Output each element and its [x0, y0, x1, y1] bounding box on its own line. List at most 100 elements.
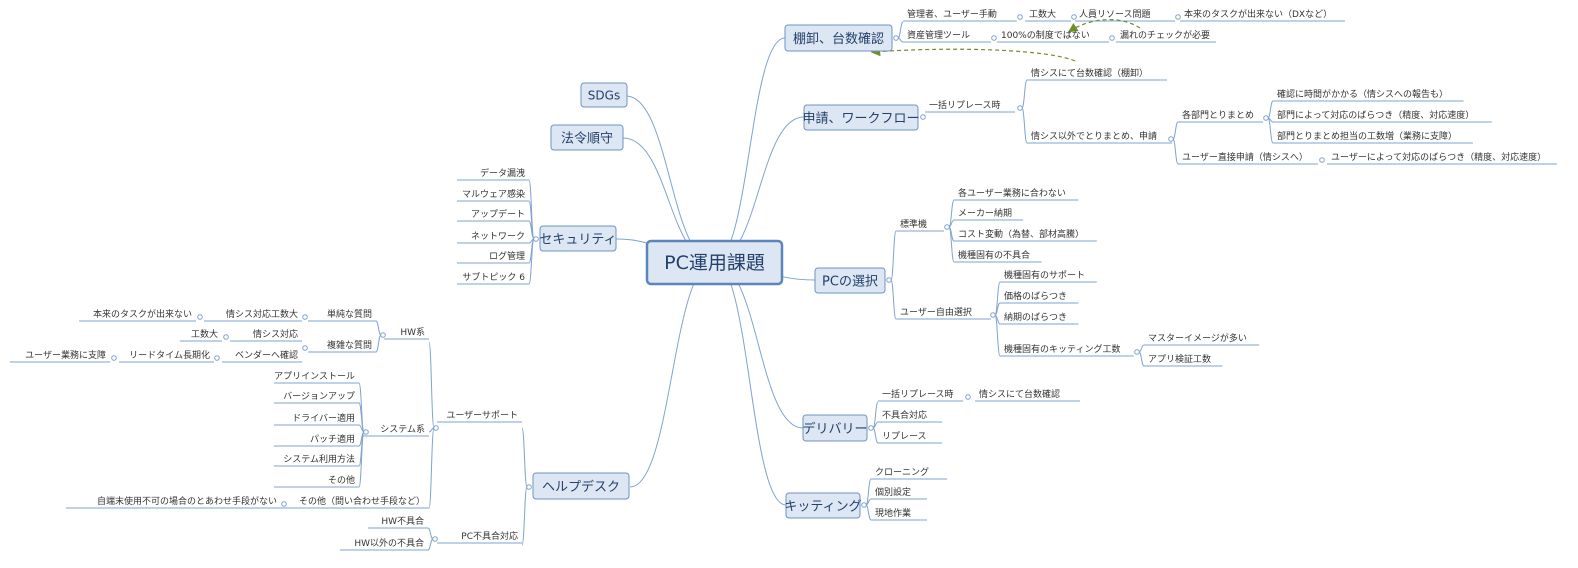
- workflow-dept-item: 確認に時間がかかる（情シスへの報告も）: [1277, 88, 1448, 100]
- collapse-toggle[interactable]: [944, 224, 950, 230]
- security-item: ネットワーク: [471, 231, 525, 242]
- connector-line: [1021, 79, 1028, 109]
- collapse-toggle[interactable]: [965, 394, 971, 400]
- system-item: その他: [328, 474, 355, 486]
- kitting-item: クローニング: [875, 466, 929, 478]
- collapse-toggle[interactable]: [990, 312, 996, 318]
- pc-failure-item: HW以外の不具合: [354, 537, 424, 549]
- security-item: ログ管理: [489, 250, 525, 262]
- collapse-toggle[interactable]: [363, 429, 369, 435]
- user-impact: ユーザー業務に支障: [25, 349, 106, 361]
- inventory-row2-item: 資産管理ツール: [907, 29, 970, 41]
- topic-inventory-box[interactable]: [784, 24, 893, 52]
- collapse-toggle[interactable]: [433, 425, 439, 431]
- collapse-toggle[interactable]: [991, 35, 997, 41]
- collapse-toggle[interactable]: [526, 484, 532, 490]
- selection-standard-item: 各ユーザー業務に合わない: [958, 187, 1066, 199]
- connector-line: [994, 314, 1001, 357]
- collapse-toggle[interactable]: [302, 345, 308, 351]
- security-item: マルウェア感染: [462, 188, 525, 200]
- selection-kitting-item: マスターイメージが多い: [1148, 332, 1247, 344]
- collapse-toggle[interactable]: [1071, 14, 1077, 20]
- collapse-toggle[interactable]: [1134, 349, 1140, 355]
- collapse-toggle[interactable]: [432, 536, 438, 542]
- other-detail: 自端末使用不可の場合のとあわせ手段がない: [97, 495, 277, 507]
- connector-line: [427, 538, 434, 551]
- workflow-bulk-replace: 一括リプレース時: [929, 99, 1001, 111]
- connector-line: [1138, 344, 1145, 353]
- security-item: アップデート: [471, 208, 525, 220]
- collapse-toggle[interactable]: [1109, 35, 1115, 41]
- collapse-toggle[interactable]: [1319, 157, 1325, 163]
- connector-line: [897, 21, 904, 39]
- selection-standard: 標準機: [900, 218, 927, 230]
- connector-line: [890, 279, 897, 320]
- central-topic-label: PC運用課題: [664, 252, 765, 274]
- collapse-toggle[interactable]: [111, 355, 117, 361]
- connector-line: [872, 421, 879, 429]
- collapse-toggle[interactable]: [1175, 14, 1181, 20]
- collapse-toggle[interactable]: [1168, 136, 1174, 142]
- central-topic-box[interactable]: [645, 239, 784, 286]
- user-support-label: ユーザーサポート: [446, 410, 518, 421]
- connector-line: [428, 427, 435, 509]
- kitting-item: 現地作業: [875, 507, 911, 519]
- collapse-toggle[interactable]: [380, 332, 386, 338]
- system-item: アプリインストール: [274, 371, 355, 382]
- topic-sdgs-box[interactable]: [580, 82, 628, 108]
- collapse-toggle[interactable]: [533, 236, 539, 242]
- workflow-non-jouhou: 情シス以外でとりまとめ、申請: [1031, 130, 1157, 142]
- delivery-item: 不具合対応: [882, 409, 927, 421]
- connector-line: [358, 382, 365, 433]
- collapse-toggle[interactable]: [1263, 115, 1269, 121]
- topic-helpdesk-box[interactable]: [532, 472, 630, 500]
- connector-line: [713, 37, 786, 263]
- system-label: システム系: [380, 424, 425, 435]
- workflow-user-direct: ユーザー直接申請（情シスへ）: [1182, 151, 1308, 163]
- connector-line: [713, 261, 787, 506]
- inventory-row1-item: 本来のタスクが出来ない（DXなど）: [1184, 8, 1332, 20]
- collapse-toggle[interactable]: [893, 35, 899, 41]
- topic-kitting-box[interactable]: [785, 492, 861, 519]
- connector-line: [1172, 121, 1179, 140]
- topic-security-label: セキュリティ: [539, 232, 616, 247]
- topic-workflow-label: 申請、ワークフロー: [802, 111, 919, 126]
- topic-delivery-box[interactable]: [802, 414, 868, 442]
- workflow-user-direct-issue: ユーザーによって対応のばらつき（精度、対応速度）: [1331, 151, 1546, 163]
- connector-line: [1138, 351, 1145, 367]
- inventory-row1-item: 管理者、ユーザー手動: [907, 8, 997, 20]
- topic-selection-box[interactable]: [814, 267, 886, 294]
- collapse-toggle[interactable]: [868, 425, 874, 431]
- complex-q-load: 工数大: [191, 328, 218, 340]
- topic-workflow-box[interactable]: [803, 104, 919, 131]
- topic-sdgs-label: SDGs: [588, 89, 620, 103]
- connector-line: [1021, 107, 1028, 144]
- topic-security-box[interactable]: [539, 225, 617, 252]
- collapse-toggle[interactable]: [1017, 105, 1023, 111]
- collapse-toggle[interactable]: [861, 502, 867, 508]
- delivery-item: リプレース: [882, 431, 927, 442]
- collapse-toggle[interactable]: [302, 314, 308, 320]
- collapse-toggle[interactable]: [886, 277, 892, 283]
- workflow-dept-item: 部門とりまとめ担当の工数増（業務に支障）: [1277, 130, 1457, 142]
- connector-line: [1267, 100, 1274, 119]
- collapse-toggle[interactable]: [223, 334, 229, 340]
- inventory-row1-item: 工数大: [1029, 8, 1056, 20]
- relationship-arrow[interactable]: [1067, 19, 1141, 33]
- connector-line: [897, 37, 904, 43]
- collapse-toggle[interactable]: [197, 314, 203, 320]
- collapse-toggle[interactable]: [214, 355, 220, 361]
- selection-standard-item: 機種固有の不具合: [958, 249, 1030, 261]
- vendor-check: ベンダーへ確認: [235, 349, 298, 361]
- connector-line: [428, 341, 435, 429]
- collapse-toggle[interactable]: [920, 114, 926, 120]
- topic-law-box[interactable]: [550, 124, 624, 151]
- selection-free-item: 機種固有のキッティング工数: [1004, 343, 1120, 355]
- topic-kitting-label: キッティング: [784, 499, 861, 514]
- collapse-toggle[interactable]: [1017, 14, 1023, 20]
- relationship-arrow[interactable]: [870, 46, 1076, 62]
- selection-free-item: 機種固有のサポート: [1004, 269, 1085, 281]
- collapse-toggle[interactable]: [281, 501, 287, 507]
- connector-line: [521, 486, 528, 546]
- simple-q-load: 情シス対応工数大: [226, 308, 298, 320]
